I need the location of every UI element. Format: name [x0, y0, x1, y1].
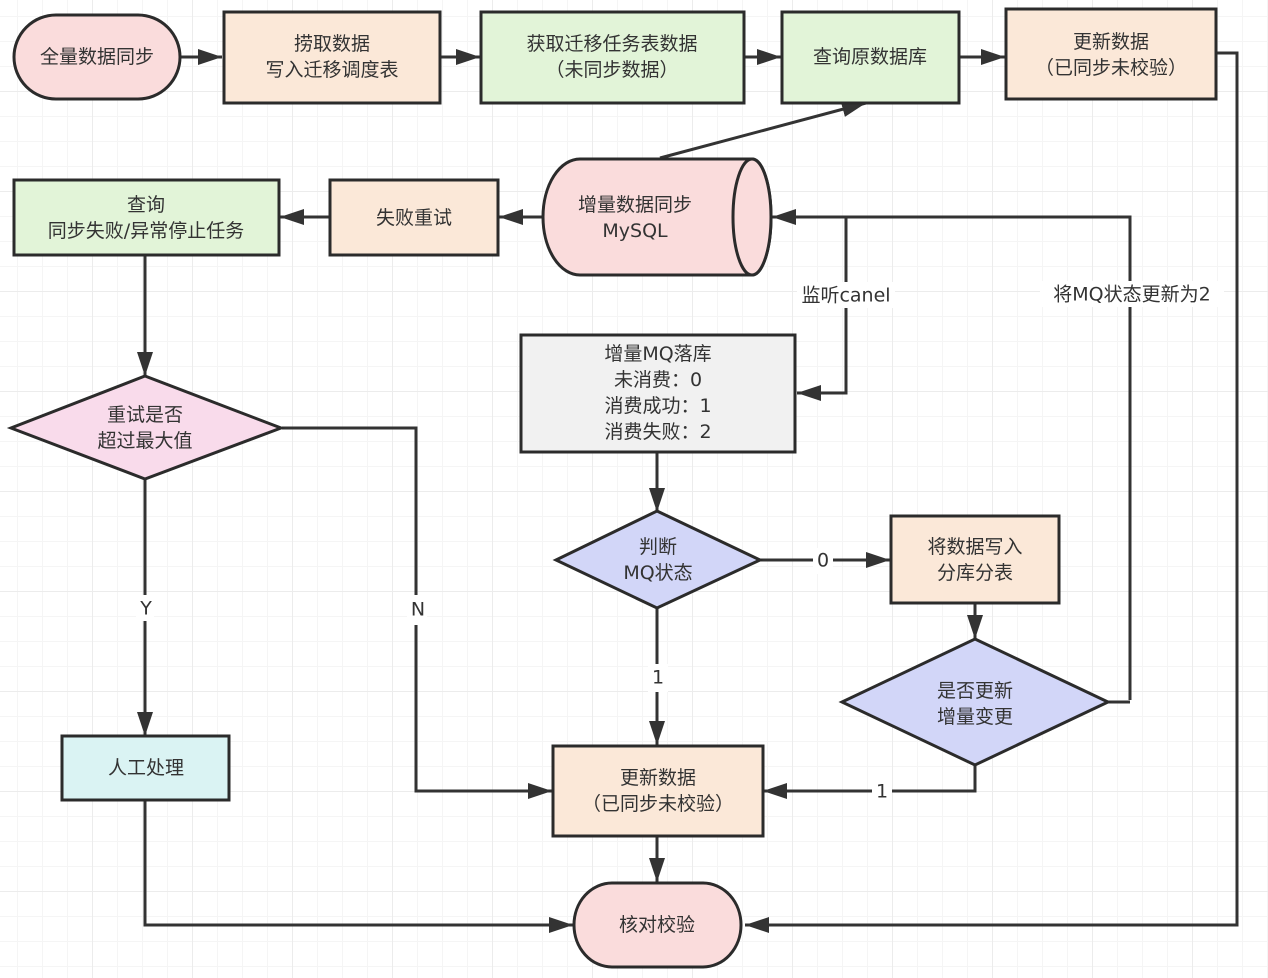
label-state-0: 0 [813, 548, 833, 574]
svg-text:监听canel: 监听canel [801, 285, 890, 307]
verify-label-line: 核对校验 [619, 914, 695, 936]
node-query-failed-tasks[interactable]: 查询同步失败/异常停止任务 [12, 178, 281, 257]
label-state-1: 1 [648, 664, 668, 692]
retry-max-label-line: 重试是否 [107, 404, 183, 426]
svg-text:获取迁移任务表数据（未同步数据）: 获取迁移任务表数据 （未同步数据） [526, 33, 697, 81]
retry-label-line: 失败重试 [376, 207, 452, 229]
label-set-mq-2: 将MQ状态更新为2 [1040, 281, 1224, 307]
get-task-label-line: （未同步数据） [545, 59, 678, 81]
svg-text:失败重试: 失败重试 [376, 207, 452, 229]
svg-text:更新数据（已同步未校验）: 更新数据 （已同步未校验） [582, 767, 734, 815]
node-retry-exceeds-max[interactable]: 重试是否超过最大值 [6, 374, 286, 481]
svg-text:将MQ状态更新为2: 将MQ状态更新为2 [1053, 284, 1210, 306]
node-verify[interactable]: 核对校验 [572, 881, 743, 969]
full-sync-label-line: 全量数据同步 [40, 46, 154, 68]
update-mid-label-line: （已同步未校验） [582, 793, 734, 815]
node-fetch-write[interactable]: 捞取数据写入迁移调度表 [222, 10, 442, 105]
node-update-data-mid[interactable]: 更新数据 （已同步未校验） [551, 744, 765, 838]
is-update-label-line: 是否更新 [937, 680, 1013, 702]
svg-text:是否更新增量变更: 是否更新增量变更 [937, 680, 1013, 728]
edge-canal-to-mysql[interactable] [772, 209, 1132, 700]
query-fail-label-line: 查询 [127, 194, 165, 216]
node-incremental-mysql[interactable]: 增量数据同步 MySQL [541, 157, 773, 277]
retry-max-label-line: 超过最大值 [97, 430, 192, 452]
svg-text:全量数据同步: 全量数据同步 [40, 46, 154, 68]
edge-isupdate-1-to-updatemid[interactable] [763, 764, 977, 799]
write-shard-label-line: 将数据写入 [927, 536, 1022, 558]
node-query-source-db[interactable]: 查询原数据库 [780, 10, 961, 105]
node-incremental-mq-store[interactable]: 增量MQ落库未消费：0 消费成功：1 消费失败：2 [519, 333, 797, 454]
svg-text:将数据写入分库分表: 将数据写入分库分表 [927, 536, 1022, 584]
node-update-data-top[interactable]: 更新数据 （已同步未校验） [1004, 7, 1218, 101]
node-full-sync[interactable]: 全量数据同步 [12, 13, 182, 101]
label-yes: Y [136, 595, 154, 621]
svg-text:重试是否超过最大值: 重试是否超过最大值 [97, 404, 192, 452]
node-is-update-incremental[interactable]: 是否更新增量变更 [838, 637, 1112, 767]
manual-label-line: 人工处理 [108, 757, 184, 779]
query-fail-label-line: 同步失败/异常停止任务 [48, 220, 244, 242]
fetch-write-label-line: 写入迁移调度表 [265, 59, 398, 81]
nodes: 全量数据同步 捞取数据写入迁移调度表 获取迁移任务表数据 （未同步数据） 查询原数… [6, 7, 1218, 969]
label-update-1: 1 [872, 779, 892, 805]
label-no: N [407, 595, 427, 625]
edge-mysql-to-querysrc[interactable] [659, 101, 867, 160]
svg-text:N: N [411, 599, 425, 621]
label-listen-canal: 监听canel [797, 282, 895, 308]
svg-text:人工处理: 人工处理 [108, 757, 184, 779]
fetch-write-label-line: 捞取数据 [294, 33, 370, 55]
get-task-label-line: 获取迁移任务表数据 [526, 33, 697, 55]
mq-store-label-line: 未消费：0 [614, 369, 702, 391]
svg-text:更新数据（已同步未校验）: 更新数据 （已同步未校验） [1035, 31, 1187, 79]
svg-text:1: 1 [652, 667, 664, 689]
svg-text:0: 0 [817, 550, 829, 572]
update-mid-label-line: 更新数据 [620, 767, 696, 789]
query-src-label-line: 查询原数据库 [813, 46, 927, 68]
svg-text:查询同步失败/异常停止任务: 查询同步失败/异常停止任务 [48, 194, 244, 242]
node-manual-handling[interactable]: 人工处理 [60, 734, 231, 802]
svg-text:捞取数据写入迁移调度表: 捞取数据写入迁移调度表 [265, 33, 398, 81]
edge-updatetop-to-verify[interactable] [745, 51, 1239, 933]
node-write-shard-tables[interactable]: 将数据写入分库分表 [889, 514, 1061, 605]
edge-listen-canal-to-mqstore[interactable] [797, 217, 848, 401]
edge-labels: 监听canel 将MQ状态更新为2 Y N 0 1 1 [136, 281, 1224, 805]
node-judge-mq-state[interactable]: 判断 MQ状态 [552, 509, 764, 610]
edges [137, 49, 1239, 933]
edge-manual-to-verify[interactable] [143, 800, 573, 933]
incr-mysql-label-line: 增量数据同步 [578, 194, 692, 216]
judge-mq-label-line: MQ状态 [623, 562, 692, 584]
svg-text:Y: Y [139, 598, 152, 620]
incr-mysql-label-line: MySQL [602, 220, 668, 242]
judge-mq-label-line: 判断 [639, 536, 677, 558]
write-shard-label-line: 分库分表 [937, 562, 1013, 584]
svg-text:查询原数据库: 查询原数据库 [813, 46, 927, 68]
mq-store-label-line: 消费成功：1 [604, 395, 711, 417]
mq-store-label-line: 消费失败：2 [604, 421, 711, 443]
mq-store-label-line: 增量MQ落库 [604, 343, 711, 365]
node-retry[interactable]: 失败重试 [328, 178, 500, 257]
node-get-task[interactable]: 获取迁移任务表数据 （未同步数据） [479, 10, 746, 105]
update-top-label-line: （已同步未校验） [1035, 57, 1187, 79]
is-update-label-line: 增量变更 [937, 706, 1013, 728]
update-top-label-line: 更新数据 [1073, 31, 1149, 53]
svg-text:1: 1 [876, 781, 888, 803]
svg-text:核对校验: 核对校验 [619, 914, 695, 936]
